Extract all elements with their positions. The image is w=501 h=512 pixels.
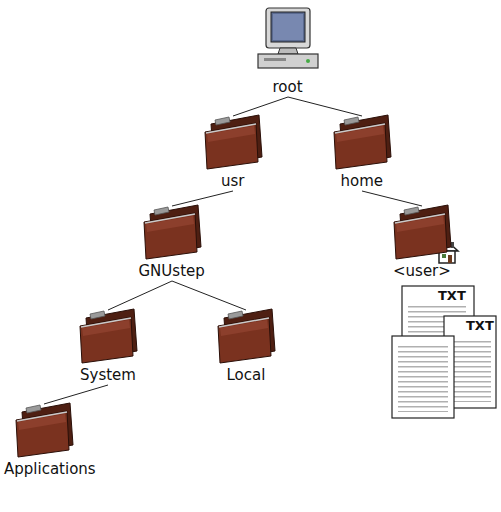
folder-label: root [273, 78, 303, 96]
tree-connector [288, 97, 362, 116]
folder-label: GNUstep [139, 262, 205, 280]
tree-connector [108, 281, 172, 310]
tree-connector [44, 385, 108, 404]
folder-icon [214, 306, 278, 364]
tree-connector [362, 191, 422, 206]
tree-connector [172, 191, 233, 206]
tree-connector [172, 281, 246, 310]
folder-node: home [330, 112, 394, 190]
folder-label: System [80, 366, 136, 384]
folder-label: <user> [393, 262, 451, 280]
folder-icon [12, 400, 76, 458]
folder-node: usr [201, 112, 265, 190]
folder-icon [201, 112, 265, 170]
folder-node: Applications [4, 400, 96, 478]
folder-icon [330, 112, 394, 170]
text-documents [392, 286, 496, 418]
folder-icon [140, 202, 204, 260]
folder-label: Applications [4, 460, 96, 478]
tree-connector [233, 97, 288, 116]
file-type-label: TXT [466, 319, 494, 333]
file-type-label: TXT [438, 289, 466, 303]
folder-label: usr [221, 172, 245, 190]
folder-node: System [76, 306, 140, 384]
folder-icon [76, 306, 140, 364]
folder-label: home [341, 172, 384, 190]
folder-node: Local [214, 306, 278, 384]
folder-icon [390, 202, 454, 260]
folder-node: GNUstep [139, 202, 206, 280]
folder-node: <user> [390, 202, 454, 280]
root-node: root [256, 6, 320, 96]
computer-icon [256, 6, 320, 76]
folder-label: Local [227, 366, 266, 384]
